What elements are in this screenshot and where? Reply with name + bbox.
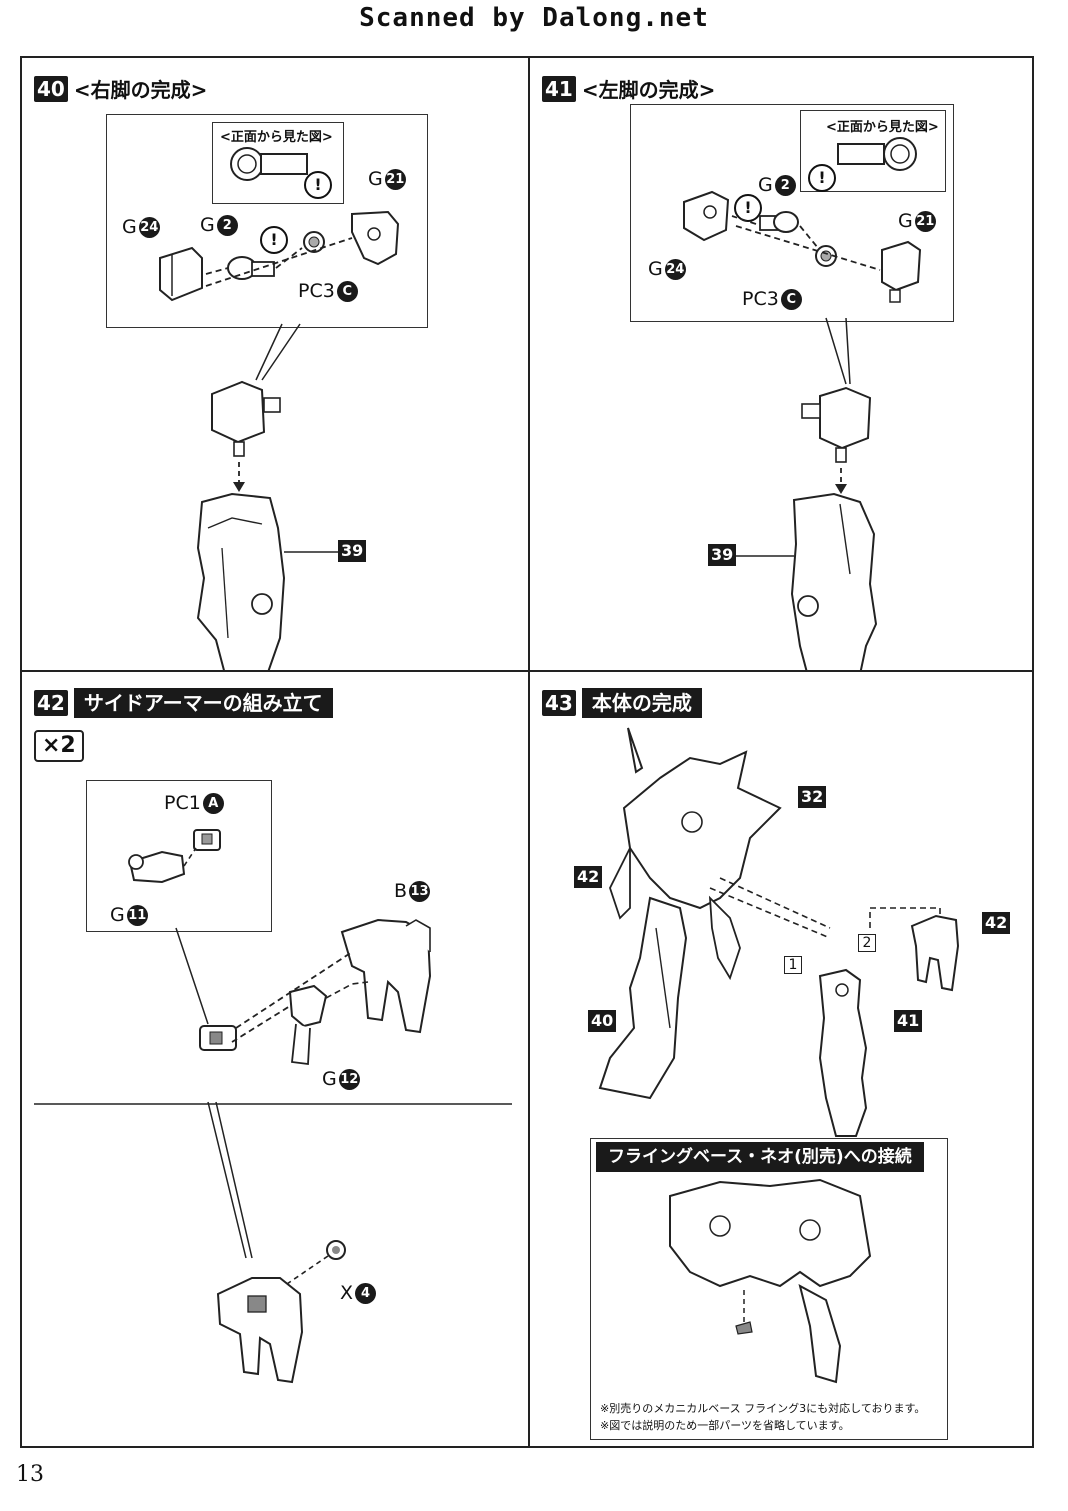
ref-step-39: 39 xyxy=(338,540,367,562)
ref-step-39: 39 xyxy=(708,544,737,566)
sequence-1: 1 xyxy=(784,956,802,974)
quantity-multiplier: ×2 xyxy=(34,730,84,762)
caution-icon: ! xyxy=(808,164,836,192)
caution-icon: ! xyxy=(260,226,288,254)
side-armor-assembled-drawing xyxy=(216,1240,346,1384)
ref-step-41: 41 xyxy=(894,1010,923,1032)
step-41-heading: 41 <左脚の完成> xyxy=(542,74,715,103)
step-40-heading: 40 <右脚の完成> xyxy=(34,74,207,103)
caution-icon: ! xyxy=(734,194,762,222)
ref-step-32: 32 xyxy=(798,786,827,808)
leg-assembly-drawing xyxy=(790,386,878,670)
joint-parts-drawing xyxy=(683,190,922,303)
step-number: 43 xyxy=(542,690,576,716)
pc1-g11-drawing xyxy=(128,829,221,884)
scanner-watermark: Scanned by Dalong.net xyxy=(359,3,709,33)
caution-icon: ! xyxy=(304,171,332,199)
joint-parts-drawing xyxy=(159,210,400,302)
sequence-2: 2 xyxy=(858,934,876,952)
ref-step-42: 42 xyxy=(982,912,1011,934)
leg-assembly-drawing xyxy=(196,380,286,670)
step-number: 42 xyxy=(34,690,68,716)
side-armor-parts-drawing xyxy=(199,918,432,1066)
divider-line xyxy=(34,1103,512,1105)
front-view-part xyxy=(837,137,917,171)
callout-pointer xyxy=(207,1101,253,1259)
leader-line xyxy=(284,551,338,553)
front-view-label: <正面から見た図> xyxy=(826,120,939,135)
step-43-panel: 43 本体の完成 32 42 40 1 2 41 42 フライングベース・ネオ(… xyxy=(528,670,1034,1448)
page-number: 13 xyxy=(16,1462,44,1487)
callout-pointer xyxy=(255,323,301,381)
callout-pointer xyxy=(825,317,851,385)
step-title: <左脚の完成> xyxy=(581,78,716,102)
front-view-label: <正面から見た図> xyxy=(220,130,333,145)
side-armor-drawing xyxy=(869,907,960,992)
step-title: サイドアーマーの組み立て xyxy=(73,688,333,718)
flying-base-drawing xyxy=(669,1178,872,1384)
note-line: ※図では説明のため一部パーツを省略しています。 xyxy=(600,1419,850,1432)
step-number: 40 xyxy=(34,75,68,102)
step-number: 41 xyxy=(542,75,576,102)
step-title: 本体の完成 xyxy=(581,688,702,718)
callout-pointer xyxy=(175,927,209,1025)
front-view-part xyxy=(230,147,308,181)
left-leg-drawing xyxy=(818,968,868,1137)
note-line: ※別売りのメカニカルベース フライング3にも対応しております。 xyxy=(600,1402,926,1415)
ref-step-42: 42 xyxy=(574,866,603,888)
flying-base-title: フライングベース・ネオ(別売)への接続 xyxy=(596,1142,924,1172)
ref-step-40: 40 xyxy=(588,1010,617,1032)
leader-line xyxy=(736,555,794,557)
step-42-heading: 42 サイドアーマーの組み立て xyxy=(34,688,333,718)
step-title: <右脚の完成> xyxy=(73,78,208,102)
step-43-heading: 43 本体の完成 xyxy=(542,688,702,718)
full-body-drawing xyxy=(598,727,831,1100)
flying-base-notes: ※別売りのメカニカルベース フライング3にも対応しております。 ※図では説明のた… xyxy=(600,1400,925,1434)
